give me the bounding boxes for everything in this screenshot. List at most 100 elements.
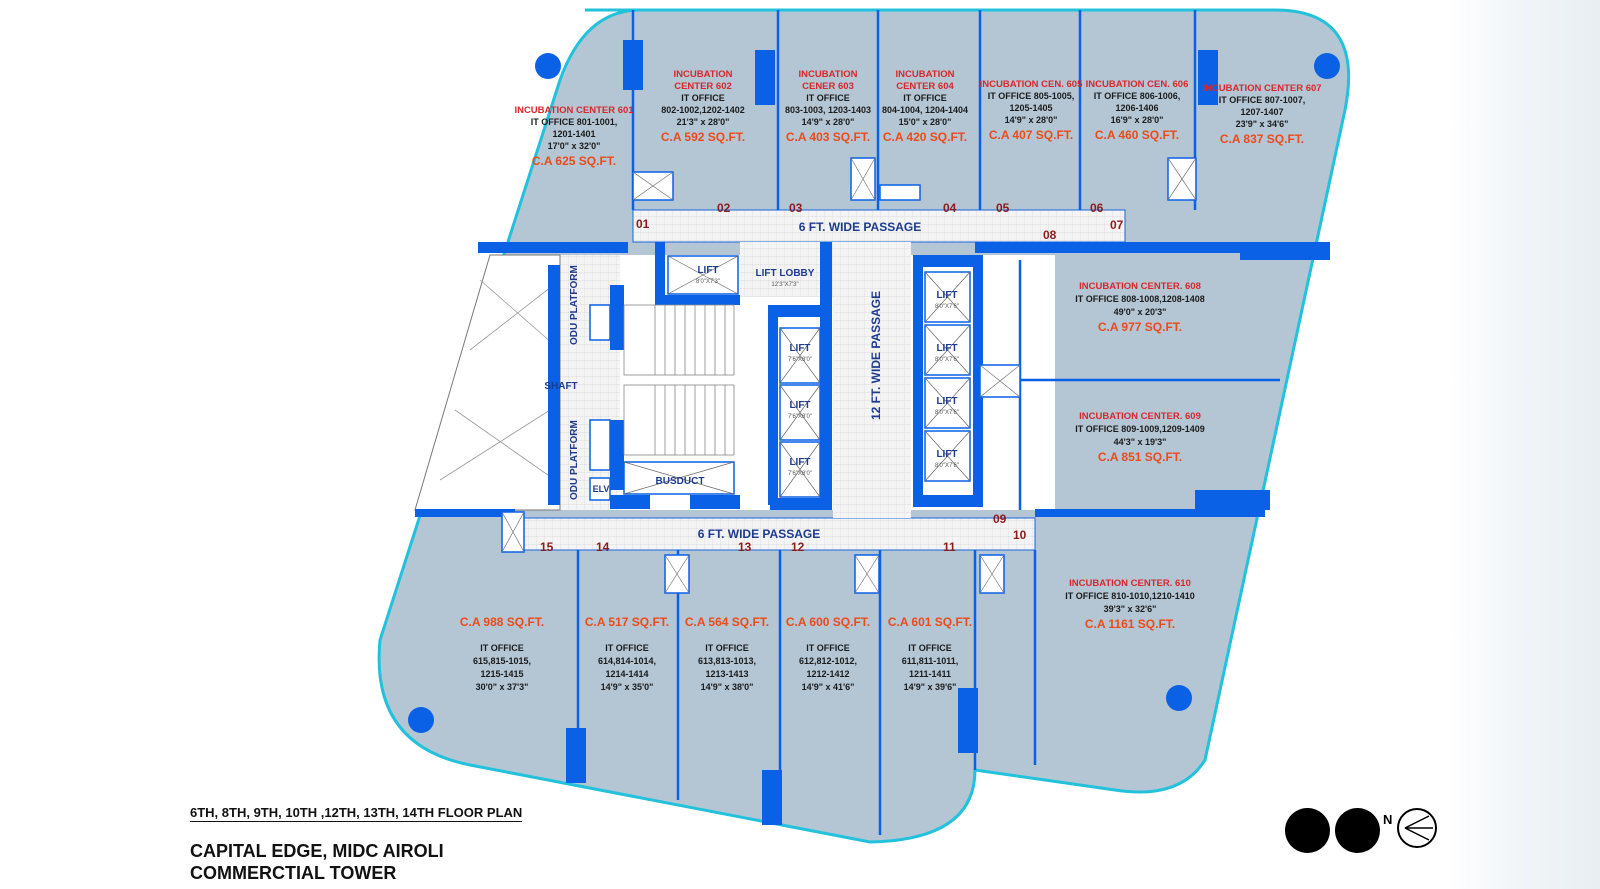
lift-label-5: LIFT — [936, 290, 957, 301]
project-type: COMMERCTIAL TOWER — [190, 863, 397, 883]
unit-607-office: IT OFFICE 807-1007, — [1219, 95, 1306, 105]
right-units: INCUBATION CENTER. 608 IT OFFICE 808-1008… — [1065, 281, 1205, 631]
lift-dims-8: 8'0"X7'6" — [935, 463, 959, 469]
unit-603-office: IT OFFICE — [806, 93, 850, 103]
unit-number-02: 02 — [717, 201, 731, 215]
unit-604-dims: 15'0" x 28'0" — [899, 117, 952, 127]
unit-614-dims: 14'9" x 35'0" — [601, 682, 654, 692]
unit-number-05: 05 — [996, 201, 1010, 215]
lift-dims-7: 8'0"X7'6" — [935, 410, 959, 416]
unit-number-11: 11 — [943, 540, 956, 554]
project-title: CAPITAL EDGE, MIDC AIROLI COMMERCTIAL TO… — [190, 840, 444, 884]
lift-label-6: LIFT — [936, 343, 957, 354]
unit-601-office: IT OFFICE 801-1001, — [531, 117, 618, 127]
shaft — [414, 254, 561, 511]
unit-607-dims: 23'9" x 34'6" — [1236, 119, 1289, 129]
lift-label-2: LIFT — [789, 343, 810, 354]
unit-609-title: INCUBATION CENTER. 609 — [1079, 411, 1201, 422]
unit-606-office-2: 1206-1406 — [1115, 103, 1158, 113]
top-passage-label: 6 FT. WIDE PASSAGE — [799, 220, 921, 234]
unit-615-numbers: 615,815-1015, — [473, 656, 531, 666]
unit-602-office: IT OFFICE — [681, 93, 725, 103]
walls — [415, 40, 1330, 825]
lift-dims-6: 8'0"X7'6" — [935, 357, 959, 363]
unit-609-dims: 44'3" x 19'3" — [1114, 437, 1167, 447]
architect-logo: N — [1285, 808, 1450, 888]
unit-number-06: 06 — [1090, 201, 1104, 215]
top-passage — [632, 209, 1126, 243]
lift-lobby-label: LIFT LOBBY — [756, 268, 815, 279]
unit-615-dims: 30'0" x 37'3" — [476, 682, 529, 692]
unit-614-numbers: 614,814-1014, — [598, 656, 656, 666]
unit-602-office-2: 802-1002,1202-1402 — [661, 105, 745, 115]
unit-number-07: 07 — [1110, 218, 1124, 232]
lift-label-8: LIFT — [936, 449, 957, 460]
unit-608-title: INCUBATION CENTER. 608 — [1079, 281, 1201, 292]
unit-605-carpet-area: C.A 407 SQ.FT. — [989, 128, 1073, 142]
unit-607-carpet-area: C.A 837 SQ.FT. — [1220, 132, 1304, 146]
busduct-label: BUSDUCT — [656, 476, 705, 487]
elv-label: ELV — [593, 484, 610, 494]
unit-615-numbers-2: 1215-1415 — [480, 669, 523, 679]
unit-614-numbers-2: 1214-1414 — [605, 669, 648, 679]
center-passage-label: 12 FT. WIDE PASSAGE — [869, 291, 883, 420]
unit-numbers: 01 02 03 04 05 06 07 08 09 10 11 12 13 1… — [540, 201, 1124, 554]
unit-605-office: IT OFFICE 805-1005, — [988, 91, 1075, 101]
odu-platform-upper: ODU PLATFORM — [569, 265, 580, 345]
unit-number-03: 03 — [789, 201, 803, 215]
unit-602-dims: 21'3" x 28'0" — [677, 117, 730, 127]
unit-606-dims: 16'9" x 28'0" — [1111, 115, 1164, 125]
unit-number-14: 14 — [596, 540, 610, 554]
lift-dims-5: 8'0"X7'6" — [935, 304, 959, 310]
unit-613-office: IT OFFICE — [705, 643, 749, 653]
unit-613-dims: 14'9" x 38'0" — [701, 682, 754, 692]
unit-604-carpet-area: C.A 420 SQ.FT. — [883, 130, 967, 144]
unit-611-dims: 14'9" x 39'6" — [904, 682, 957, 692]
unit-614-carpet-area: C.A 517 SQ.FT. — [585, 615, 669, 629]
unit-603-dims: 14'9" x 28'0" — [802, 117, 855, 127]
unit-601-carpet-area: C.A 625 SQ.FT. — [532, 154, 616, 168]
unit-number-08: 08 — [1043, 228, 1057, 242]
unit-number-01: 01 — [636, 217, 650, 231]
unit-604-office: IT OFFICE — [903, 93, 947, 103]
unit-601-office-2: 1201-1401 — [552, 129, 595, 139]
north-arrow-icon — [1397, 808, 1437, 848]
unit-610-office: IT OFFICE 810-1010,1210-1410 — [1065, 591, 1195, 601]
unit-608-office: IT OFFICE 808-1008,1208-1408 — [1075, 294, 1205, 304]
lobby-floor — [740, 242, 833, 297]
lift-dims-3: 7'6"X8'0" — [788, 414, 812, 420]
bottom-passage — [514, 517, 1036, 551]
bottom-passage-label: 6 FT. WIDE PASSAGE — [698, 527, 820, 541]
unit-number-04: 04 — [943, 201, 957, 215]
unit-614-office: IT OFFICE — [605, 643, 649, 653]
unit-number-15: 15 — [540, 540, 554, 554]
unit-602-title: INCUBATION — [674, 69, 733, 80]
unit-610-carpet-area: C.A 1161 SQ.FT. — [1085, 617, 1175, 631]
unit-602-title-2: CENTER 602 — [674, 81, 732, 92]
unit-610-title: INCUBATION CENTER. 610 — [1069, 578, 1191, 589]
unit-613-carpet-area: C.A 564 SQ.FT. — [685, 615, 769, 629]
lift-dims-4: 7'6"X8'0" — [788, 471, 812, 477]
unit-607-title: INCUBATION CENTER 607 — [1202, 83, 1321, 94]
unit-603-title: INCUBATION — [799, 69, 858, 80]
columns — [408, 53, 1340, 733]
lift-label-1: LIFT — [697, 265, 718, 276]
logo-circle-right — [1335, 808, 1380, 853]
unit-606-office: IT OFFICE 806-1006, — [1094, 91, 1181, 101]
unit-603-title-2: CENER 603 — [802, 81, 854, 92]
lift-label-4: LIFT — [789, 457, 810, 468]
right-edge-fade — [1450, 0, 1600, 889]
bottom-units: C.A 988 SQ.FT.IT OFFICE615,815-1015,1215… — [460, 615, 972, 692]
unit-615-office: IT OFFICE — [480, 643, 524, 653]
floor-plan-title: 6TH, 8TH, 9TH, 10TH ,12TH, 13TH, 14TH FL… — [190, 805, 523, 822]
unit-612-numbers-2: 1212-1412 — [806, 669, 849, 679]
logo-circle-left — [1285, 808, 1330, 853]
unit-number-10: 10 — [1013, 528, 1027, 542]
shaft-label: SHAFT — [544, 381, 577, 392]
unit-613-numbers-2: 1213-1413 — [705, 669, 748, 679]
unit-605-title: INCUBATION CEN. 605 — [980, 79, 1083, 90]
unit-602-carpet-area: C.A 592 SQ.FT. — [661, 130, 745, 144]
odu-platform-lower: ODU PLATFORM — [569, 420, 580, 500]
unit-612-numbers: 612,812-1012, — [799, 656, 857, 666]
